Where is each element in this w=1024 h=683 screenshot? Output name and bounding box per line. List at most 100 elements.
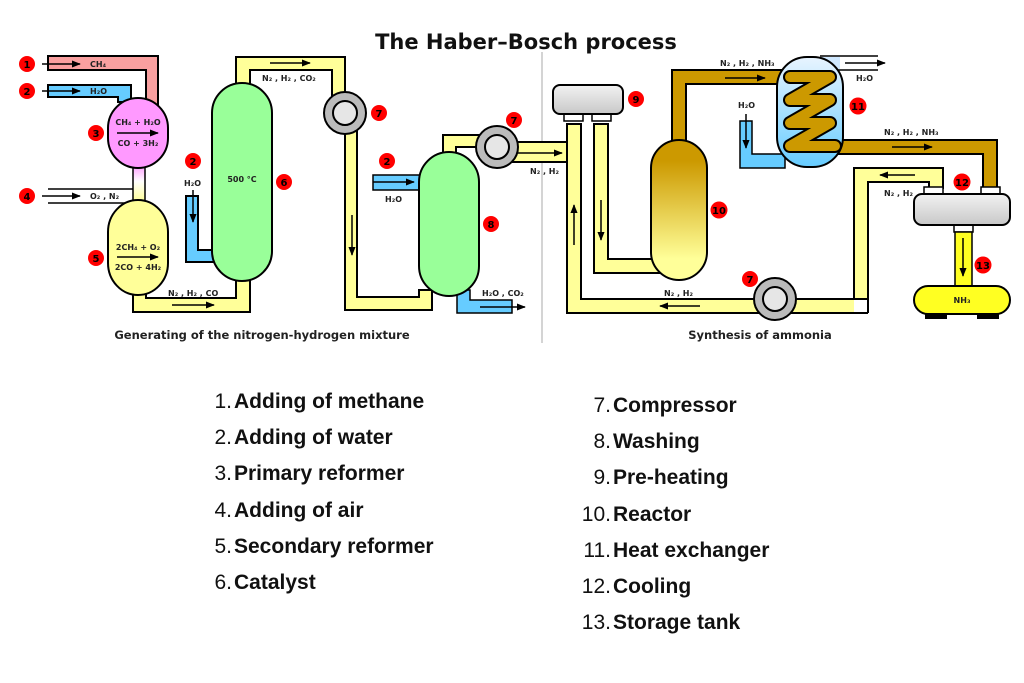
legend-item: 7.Compressor [576, 394, 769, 430]
marker-8: 8 [483, 216, 499, 232]
legend-number: 4. [214, 498, 232, 522]
legend-number: 9. [593, 466, 611, 490]
compressor-1 [323, 91, 367, 135]
legend-text: Pre-heating [613, 466, 729, 490]
marker-11: 11 [849, 97, 867, 115]
label-nh3: NH₃ [954, 296, 971, 305]
marker-7-a: 7 [371, 105, 387, 121]
label-o2-n2: O₂ , N₂ [90, 192, 120, 201]
legend-text: Primary reformer [234, 462, 405, 486]
compressor-2 [475, 125, 519, 169]
marker-5: 5 [88, 250, 104, 266]
legend-item: 11.Heat exchanger [576, 539, 769, 575]
legend-number: 11. [583, 538, 611, 562]
svg-text:11: 11 [851, 102, 865, 113]
label-h2o: H₂O [90, 87, 107, 96]
svg-text:2: 2 [190, 157, 197, 168]
reformer-connector [132, 164, 146, 202]
label-n2-h2-recycle-top: N₂ , H₂ [884, 189, 914, 198]
svg-text:1: 1 [24, 60, 31, 71]
label-h2o-co2: H₂O , CO₂ [482, 289, 524, 298]
svg-text:6: 6 [281, 178, 288, 189]
legend-number: 5. [214, 534, 232, 558]
legend-number: 8. [593, 430, 611, 454]
legend-item: 3.Primary reformer [208, 462, 434, 498]
marker-7-c: 7 [742, 271, 758, 287]
pipe-recycle-left [566, 123, 761, 314]
label-n2-h2-co: N₂ , H₂ , CO [168, 289, 218, 298]
legend-item: 9.Pre-heating [576, 466, 769, 502]
secondary-reformer: 2CH₄ + O₂ 2CO + 4H₂ [107, 199, 169, 296]
marker-6: 6 [276, 174, 292, 190]
svg-text:4: 4 [24, 192, 31, 203]
marker-2-catalyst: 2 [185, 153, 201, 169]
svg-text:9: 9 [633, 95, 640, 106]
svg-text:2: 2 [384, 157, 391, 168]
svg-text:7: 7 [376, 109, 383, 120]
legend-number: 7. [593, 394, 611, 417]
svg-text:12: 12 [955, 178, 969, 189]
section-caption-left: Generating of the nitrogen-hydrogen mixt… [114, 328, 410, 342]
svg-text:5: 5 [93, 254, 100, 265]
svg-text:13: 13 [976, 261, 990, 272]
cooling-unit [913, 186, 1011, 233]
section-caption-right: Synthesis of ammonia [688, 328, 832, 342]
label-n2-h2-co2: N₂ , H₂ , CO₂ [262, 74, 316, 83]
legend-item: 5.Secondary reformer [208, 534, 434, 571]
legend-item: 4.Adding of air [208, 499, 434, 535]
legend-text: Heat exchanger [613, 538, 770, 562]
marker-7-b: 7 [506, 112, 522, 128]
legend-number: 13. [581, 611, 611, 635]
label-n2-h2-recycle-bottom: N₂ , H₂ [664, 289, 694, 298]
legend-text: Storage tank [613, 611, 741, 635]
legend-text: Secondary reformer [234, 534, 434, 558]
legend-item: 10.Reactor [576, 503, 769, 539]
number-markers: 1 2 3 4 5 2 6 7 2 8 7 9 10 11 12 13 7 [19, 56, 992, 287]
legend-right: 7.Compressor 8.Washing 9.Pre-heating 10.… [576, 394, 770, 647]
svg-text:2: 2 [24, 87, 31, 98]
legend-text: Reactor [613, 502, 692, 526]
preheating-unit [552, 84, 624, 122]
legend-number: 10. [581, 502, 611, 526]
label-ch4: CH₄ [90, 60, 107, 69]
label-n2-h2-out: N₂ , H₂ [530, 167, 560, 176]
svg-text:8: 8 [488, 220, 495, 231]
storage-tank: NH₃ [913, 285, 1011, 319]
legend-item: 12.Cooling [576, 575, 769, 611]
legend-number: 1. [214, 390, 232, 413]
marker-3: 3 [88, 125, 104, 141]
reaction-secondary-products: 2CO + 4H₂ [115, 263, 162, 272]
marker-13: 13 [974, 256, 992, 274]
legend-item: 1.Adding of methane [208, 390, 434, 426]
svg-text:7: 7 [511, 116, 518, 127]
primary-reformer: CH₄ + H₂O CO + 3H₂ [107, 97, 169, 169]
pipe-compressor-to-washing [344, 127, 433, 311]
label-h2o-catalyst: H₂O [184, 179, 201, 188]
diagram-title: The Haber–Bosch process [375, 30, 677, 54]
label-h2o-wash: H₂O [385, 195, 402, 204]
marker-1: 1 [19, 56, 35, 72]
legend-text: Adding of methane [234, 390, 425, 413]
legend-text: Compressor [613, 394, 737, 417]
label-h2o-hx-out: H₂O [856, 74, 873, 83]
legend-number: 6. [214, 570, 232, 594]
legend-number: 3. [214, 462, 232, 486]
legend-left: 1.Adding of methane 2.Adding of water 3.… [208, 390, 434, 607]
legend-text: Washing [613, 430, 700, 454]
legend-item: 13.Storage tank [576, 611, 769, 647]
legend-text: Catalyst [234, 570, 316, 594]
reaction-primary-products: CO + 3H₂ [118, 139, 159, 148]
catalyst-temperature: 500 °C [227, 175, 256, 184]
marker-2: 2 [19, 83, 35, 99]
label-h2o-hx-in: H₂O [738, 101, 755, 110]
legend-number: 2. [214, 426, 232, 450]
air-pipe: O₂ , N₂ [42, 188, 133, 204]
pipe-reactor-to-heat-exchanger [671, 69, 791, 143]
legend-item: 8.Washing [576, 430, 769, 466]
legend-item: 2.Adding of water [208, 426, 434, 462]
heat-exchanger [776, 56, 844, 168]
compressor-3 [753, 277, 797, 321]
reactor-vessel [650, 139, 708, 281]
svg-text:3: 3 [93, 129, 100, 140]
washing-vessel [418, 151, 480, 297]
